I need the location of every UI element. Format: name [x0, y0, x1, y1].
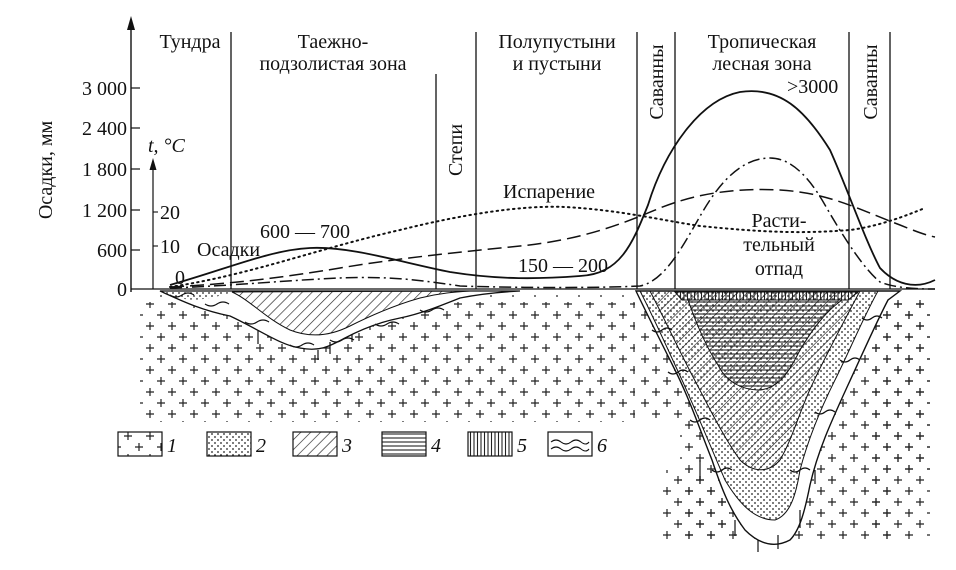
y-tick-1200: 1 200 — [82, 200, 127, 222]
zone-desert-line2: и пустыни — [513, 53, 602, 75]
legend-swatch-dots — [206, 431, 252, 457]
evaporation-curve — [169, 205, 926, 288]
legend-swatch-crosses — [117, 431, 163, 457]
zone-tropical-line1: Тропическая — [708, 31, 817, 53]
tropic-horizontal-layer — [687, 299, 844, 391]
zone-desert-line1: Полупустыни — [498, 31, 616, 53]
precipitation-axis: Осадки, мм 3 000 2 400 1 800 1 200 600 0 — [35, 16, 935, 301]
label-max-tropic: >3000 — [787, 76, 838, 98]
legend: 1 2 3 4 5 6 — [117, 431, 607, 457]
legend-item-6: 6 — [547, 431, 607, 457]
tropic-drips — [699, 460, 816, 552]
tropic-vertical-layer — [673, 291, 860, 301]
y-tick-600: 600 — [97, 240, 127, 262]
legend-wavy-lines — [550, 439, 590, 452]
y-tick-0: 0 — [117, 279, 127, 301]
weathering-profile — [140, 290, 930, 552]
taiga-wavy-edge — [169, 292, 445, 348]
taiga-profile-hatch — [231, 290, 471, 336]
legend-item-2: 2 — [206, 431, 266, 457]
t-axis-label: t, °C — [148, 135, 186, 157]
zone-labels: Тундра Таежно- подзолистая зона Степи По… — [160, 31, 882, 176]
temperature-curve — [169, 188, 936, 288]
label-isparenie: Испарение — [503, 181, 595, 203]
legend-label-4: 4 — [431, 435, 441, 457]
zone-tundra: Тундра — [160, 31, 221, 53]
t-tick-20: 20 — [160, 202, 180, 224]
curves — [169, 90, 936, 290]
legend-item-1: 1 — [117, 431, 177, 457]
y-tick-3000: 3 000 — [82, 78, 127, 100]
legend-label-2: 2 — [256, 435, 266, 457]
label-osadki: Осадки — [197, 239, 260, 261]
zone-dividers — [230, 32, 891, 289]
legend-swatch-vertical — [467, 431, 513, 457]
plant-litter-curve — [169, 157, 936, 290]
zone-savanna-left: Саванны — [646, 44, 668, 119]
label-otpad-2: тельный — [743, 234, 815, 256]
label-otpad-1: Расти- — [752, 210, 807, 232]
y-tick-2400: 2 400 — [82, 118, 127, 140]
label-range-taiga: 600 — 700 — [260, 221, 350, 243]
legend-swatch-horizontal — [381, 431, 427, 457]
label-otpad-3: отпад — [755, 258, 803, 280]
zone-steppe: Степи — [445, 124, 467, 176]
zone-taiga-line2: подзолистая зона — [259, 53, 406, 75]
temperature-axis: t, °C 20 10 0 — [148, 135, 186, 289]
precipitation-curve — [169, 90, 936, 286]
y-axis-label: Осадки, мм — [35, 120, 57, 219]
taiga-dots — [160, 291, 232, 300]
y-tick-1800: 1 800 — [82, 159, 127, 181]
zone-taiga-line1: Таежно- — [298, 31, 369, 53]
t-tick-10: 10 — [160, 236, 180, 258]
bedrock-left — [140, 302, 635, 422]
legend-label-3: 3 — [341, 435, 352, 457]
legend-swatch-diagonal — [292, 431, 338, 457]
curve-annotations: Осадки 600 — 700 150 — 200 >3000 Испарен… — [197, 76, 838, 280]
legend-label-1: 1 — [167, 435, 177, 457]
taiga-drips — [257, 330, 353, 360]
zone-savanna-right: Саванны — [860, 44, 882, 119]
tropic-wavy-edge — [651, 315, 883, 473]
legend-item-3: 3 — [292, 431, 352, 457]
legend-item-5: 5 — [467, 431, 527, 457]
label-range-desert: 150 — 200 — [518, 255, 608, 277]
legend-label-5: 5 — [517, 435, 527, 457]
legend-item-4: 4 — [381, 431, 441, 457]
zone-tropical-line2: лесная зона — [712, 53, 811, 75]
legend-label-6: 6 — [597, 435, 607, 457]
t-tick-0: 0 — [175, 267, 185, 289]
